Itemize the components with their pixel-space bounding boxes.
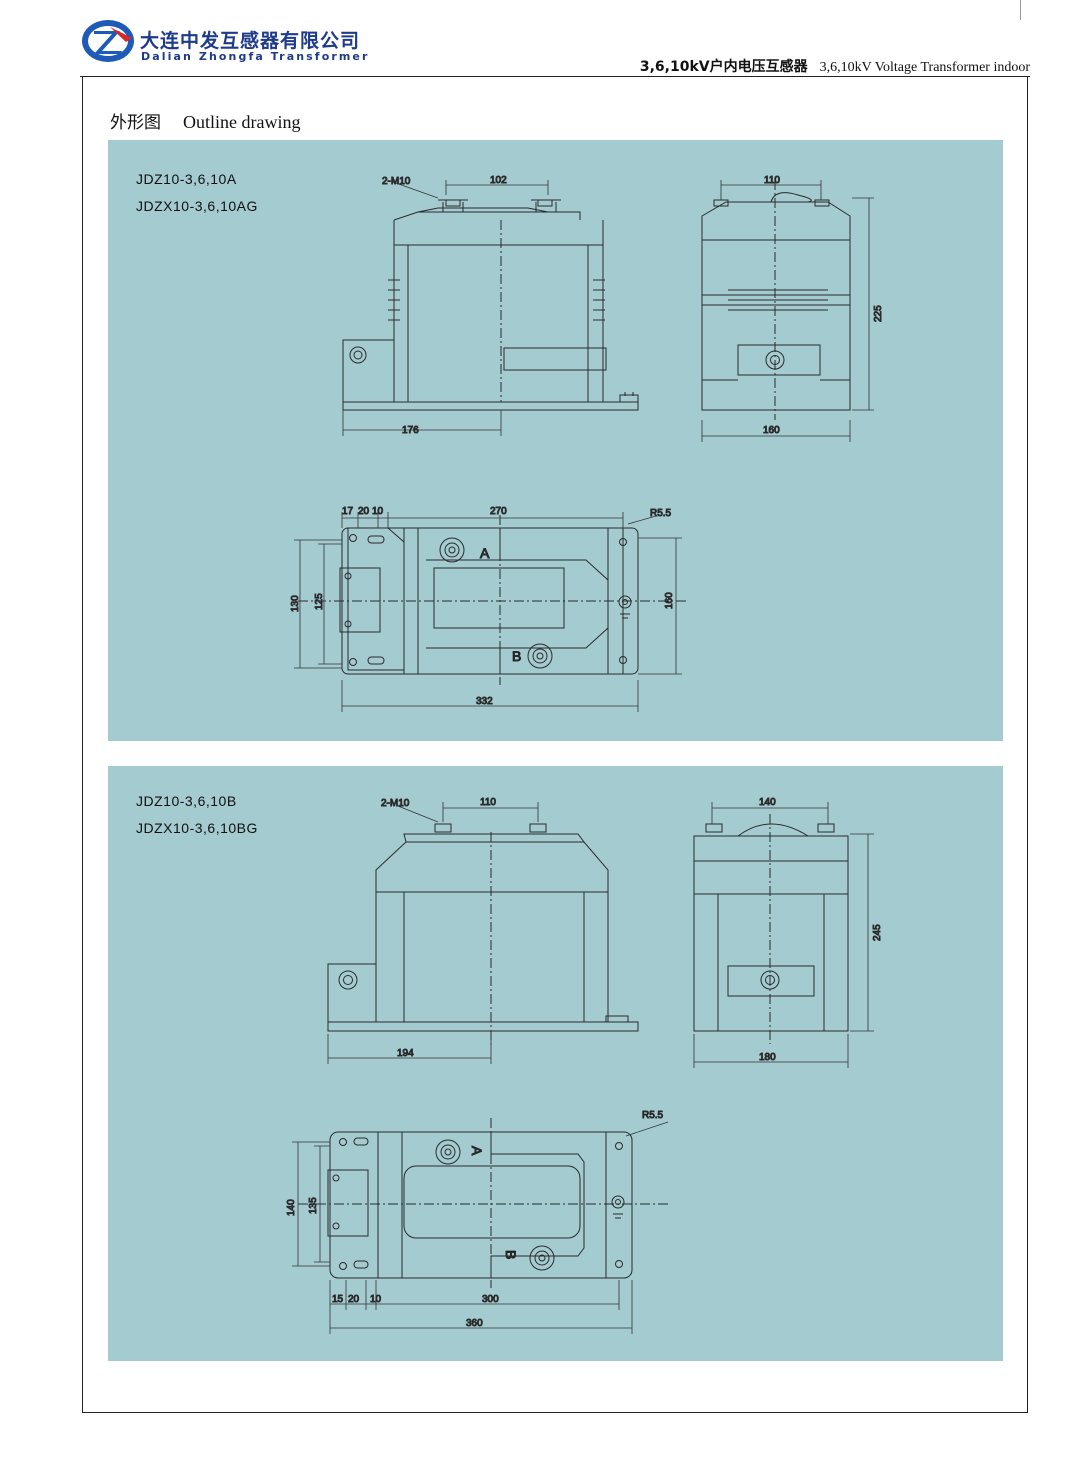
dimension-label: 17 (342, 506, 354, 517)
dimension-lines (327, 802, 539, 1064)
dimension-lines (292, 1121, 669, 1334)
product-heading: 3,6,10kV户内电压互感器 3,6,10kV Voltage Transfor… (640, 56, 1030, 76)
dimension-label: 110 (480, 797, 496, 808)
dimension-label: 10 (370, 1294, 382, 1305)
model-label: JDZX10-3,6,10BG (136, 820, 258, 836)
dimension-label: 102 (490, 175, 507, 186)
terminal-label-b: B (512, 648, 521, 664)
dimension-lines (294, 512, 682, 712)
dimension-label: 10 (372, 506, 384, 517)
dimension-label: 110 (764, 175, 780, 186)
dimension-label: 140 (286, 1199, 297, 1216)
dimension-label: 130 (290, 595, 301, 612)
side-view-drawing (693, 814, 849, 1044)
dimension-label: 15 (332, 1294, 344, 1305)
dimension-label: 176 (402, 425, 419, 436)
model-label: JDZ10-3,6,10A (136, 171, 237, 187)
terminal-label-a: A (480, 545, 490, 561)
bolt-label: 2-M10 (381, 798, 410, 809)
section-title-en: Outline drawing (183, 112, 301, 132)
dimension-label: 270 (490, 506, 507, 517)
dimension-lines (701, 180, 874, 442)
section-title: 外形图 Outline drawing (110, 108, 300, 133)
dimension-label: 140 (759, 797, 776, 808)
company-name-cn: 大连中发互感器有限公司 (140, 30, 361, 52)
dimension-label: 225 (873, 305, 884, 322)
dimension-label: 332 (476, 696, 493, 707)
section-title-cn: 外形图 (110, 113, 161, 133)
dimension-label: 125 (314, 593, 325, 610)
terminal-label-b: B (503, 1250, 519, 1259)
side-view-drawing (701, 180, 851, 420)
front-view-drawing (342, 199, 639, 411)
front-view-drawing (327, 823, 639, 1046)
dimension-lines (342, 180, 549, 436)
top-crop-mark (1020, 0, 1021, 20)
dimension-label: 300 (482, 1294, 499, 1305)
product-title-en: 3,6,10kV Voltage Transformer indoor (819, 60, 1030, 75)
dimension-label: 135 (308, 1197, 319, 1214)
dimension-label: 160 (664, 592, 675, 609)
drawing-panel-b: JDZ10-3,6,10B JDZX10-3,6,10BG 2-M10 110 … (108, 766, 1003, 1361)
plan-view-drawing (298, 515, 688, 685)
dimension-label: 20 (358, 506, 370, 517)
radius-label: R5.5 (650, 508, 672, 519)
terminal-label-a: A (469, 1146, 485, 1156)
dimension-label: 180 (759, 1052, 776, 1063)
dimension-label: 245 (872, 924, 883, 941)
company-name-en: Dalian Zhongfa Transformer (141, 50, 370, 63)
dimension-label: 194 (397, 1048, 414, 1059)
header-rule (80, 76, 1030, 77)
drawing-panel-a: JDZ10-3,6,10A JDZX10-3,6,10AG (108, 140, 1003, 741)
radius-label: R5.5 (642, 1110, 664, 1121)
product-title-cn: 3,6,10kV户内电压互感器 (639, 59, 808, 75)
dimension-label: 20 (348, 1294, 360, 1305)
plan-view-drawing (298, 1118, 668, 1288)
model-label: JDZ10-3,6,10B (136, 793, 237, 809)
company-logo-icon (82, 20, 134, 62)
dimension-label: 360 (466, 1318, 483, 1329)
page-frame (82, 76, 1028, 1413)
bolt-label: 2-M10 (382, 176, 411, 187)
model-label: JDZX10-3,6,10AG (136, 198, 258, 214)
dimension-lines (693, 802, 874, 1068)
dimension-label: 160 (763, 425, 780, 436)
